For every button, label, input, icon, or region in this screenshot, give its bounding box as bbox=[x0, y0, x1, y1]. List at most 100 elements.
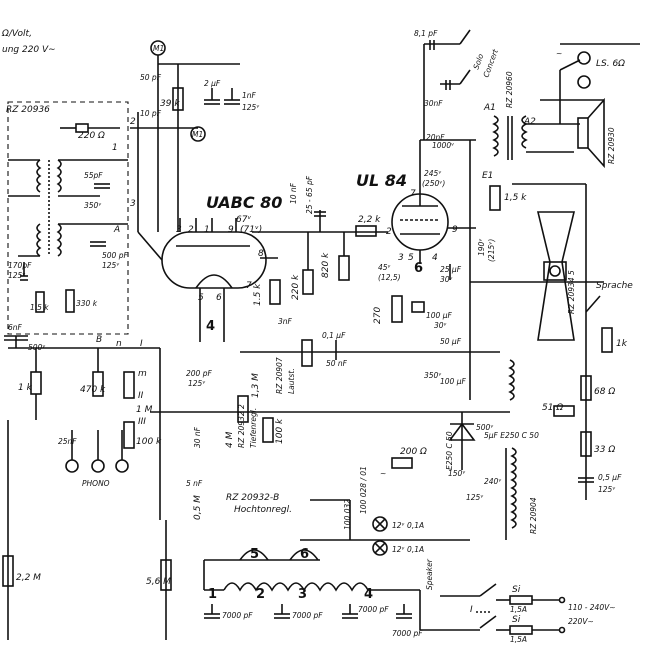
term-B: B bbox=[96, 335, 102, 345]
mains1-label: 110 - 240V∼ bbox=[568, 603, 616, 612]
c7000c-label: 7000 pF bbox=[358, 605, 389, 614]
ls-switch-symbol: ~ bbox=[556, 49, 562, 58]
c05uf-volt: 125ᵛ bbox=[598, 485, 615, 494]
r330k-label: 330 k bbox=[76, 299, 98, 308]
c125-label: 125ᵛ bbox=[466, 493, 483, 502]
power-supply: 500ᵛ 5μF E250 C 50 E250 C 50 RZ 20904 20… bbox=[203, 412, 616, 644]
coil-2: 2 bbox=[256, 587, 265, 602]
rz209345-label: RZ 20934 5 bbox=[567, 270, 576, 314]
c200pf-label: 200 pF bbox=[186, 369, 212, 378]
stab-label: E250 C 50 bbox=[445, 431, 454, 470]
pin-6: 6 bbox=[216, 293, 222, 303]
c100uf-label: 100 μF bbox=[426, 311, 452, 320]
rz20932b-label: RZ 20932-B bbox=[226, 493, 279, 503]
c500pf-volt-label: 125ᵛ bbox=[102, 261, 119, 270]
c05uf-label: 0,5 μF bbox=[598, 473, 622, 482]
pin-7: 7 bbox=[246, 281, 252, 291]
c10nf-label: 10 nF bbox=[289, 182, 298, 204]
coil-6: 6 bbox=[300, 547, 309, 562]
hochtonregl-label: Hochtonregl. bbox=[234, 505, 292, 515]
lautst-label: Lautst. bbox=[287, 368, 296, 394]
ul84-volt4: (215ᵛ) bbox=[487, 239, 496, 262]
term-3: 3 bbox=[130, 199, 136, 209]
switch-i-label: I bbox=[470, 605, 473, 615]
tube-uabc80: UABC 80 67ᵛ (71ᵛ) 3 2 1 9 8 7 5 6 4 bbox=[161, 193, 282, 334]
ul84-volt1: 245ᵛ bbox=[424, 169, 441, 178]
ul84-pin-6: 6 bbox=[414, 261, 423, 276]
c500-label: 500ᵛ bbox=[476, 423, 493, 432]
ul84-volt5: 45ᵛ bbox=[378, 263, 391, 272]
r220-label: 220 Ω bbox=[78, 131, 105, 141]
ul84-label: UL 84 bbox=[356, 171, 407, 190]
term-III: III bbox=[138, 417, 146, 427]
c30nf-label: 30nF bbox=[424, 99, 443, 108]
c170pf-volt-label: 125ᵛ bbox=[8, 271, 25, 280]
header-line-2: ung 220 V∼ bbox=[2, 45, 56, 55]
lamp2-label: 12ᵛ 0,1A bbox=[392, 545, 424, 554]
c150-label: 150ᵛ bbox=[448, 469, 465, 478]
c170pf-label: 170pF bbox=[8, 261, 32, 270]
r39k-label: 39 k bbox=[160, 99, 180, 109]
fuse-rating: 1,5A bbox=[510, 605, 527, 614]
r05m-label: 0,5 M bbox=[193, 495, 203, 520]
ul84-pin-4: 4 bbox=[432, 253, 438, 263]
r1k-label: 1 k bbox=[18, 383, 33, 393]
term-1: 1 bbox=[112, 143, 118, 153]
r220k-label: 220 k bbox=[291, 274, 301, 300]
c50uf-label: 50 μF bbox=[440, 337, 462, 346]
pin-5: 5 bbox=[198, 293, 204, 303]
rz20930-label: RZ 20930 bbox=[607, 127, 616, 164]
c20nf-volt: 1000ᵛ bbox=[432, 141, 454, 150]
e1-label: E1 bbox=[482, 171, 493, 181]
c50pf-label: 50 pF bbox=[140, 73, 162, 82]
fuse-si2-label: Si bbox=[512, 615, 521, 625]
rz20960-label: RZ 20960 bbox=[505, 71, 514, 108]
c240-label: 240ᵛ bbox=[484, 477, 501, 486]
rz20907-label: RZ 20907 bbox=[275, 357, 284, 394]
r1k2-label: 1k bbox=[616, 339, 628, 349]
c1nf-volt-label: 125ᵛ bbox=[242, 103, 259, 112]
c10pf-label: 10 pF bbox=[140, 109, 162, 118]
c01uf-label: 0,1 μF bbox=[322, 331, 346, 340]
psu-switch-symbol: ~ bbox=[380, 469, 386, 478]
coupling-section: 10 nF 25 - 65 pF 2,2 k 820 k 220 k 1.5 k… bbox=[150, 175, 510, 520]
c81pf-label: 8,1 pF bbox=[414, 29, 438, 38]
pin-4: 4 bbox=[206, 319, 215, 334]
ul84-volt2: (250ᵛ) bbox=[422, 179, 445, 188]
pin-3: 3 bbox=[176, 225, 182, 235]
r22k-label: 2,2 k bbox=[358, 215, 381, 225]
mains2-label: 220V∼ bbox=[568, 617, 594, 626]
coil-4: 4 bbox=[364, 587, 373, 602]
c6nf-label: 6nF bbox=[8, 323, 23, 332]
c55pf-label: 55pF bbox=[84, 171, 103, 180]
c5nf-label: 5 nF bbox=[186, 479, 203, 488]
ul84-volt6: (12,5) bbox=[378, 273, 401, 282]
phono-label: PHONO bbox=[82, 479, 110, 488]
uabc80-volt2: (71ᵛ) bbox=[240, 225, 262, 235]
ul84-pin-7: 7 bbox=[410, 189, 416, 199]
spk-label: Speaker bbox=[425, 558, 434, 590]
pin-1: 1 bbox=[204, 225, 210, 235]
module-rz20936-label: RZ 20936 bbox=[6, 105, 50, 115]
r56m-label: 5,6 M bbox=[146, 577, 171, 587]
rz209322-label: RZ 20932 2 bbox=[237, 404, 246, 448]
rf-module: RZ 20936 220 Ω 55pF 350ᵛ 500 pF 125ᵛ 170… bbox=[6, 101, 136, 345]
ul84-pin-9: 9 bbox=[452, 225, 458, 235]
r4m-label: 4 M bbox=[225, 431, 235, 448]
term-2: 2 bbox=[130, 117, 136, 127]
lamp1-label: 12ᵛ 0,1A bbox=[392, 521, 424, 530]
c6nf-volt-label: 500ᵛ bbox=[28, 343, 45, 352]
c20nf-label: 20nF bbox=[426, 133, 445, 142]
ls-label: LS. 6Ω bbox=[596, 59, 625, 69]
c50nf-label: 50 nF bbox=[326, 359, 348, 368]
a2-label: A2 bbox=[523, 117, 536, 127]
pin-9: 9 bbox=[228, 225, 234, 235]
c2565pf-label: 25 - 65 pF bbox=[305, 175, 314, 214]
c500pf-label: 500 pF bbox=[102, 251, 128, 260]
r15k-label: 1.5 k bbox=[30, 303, 49, 312]
r100k2-label: 100 k bbox=[275, 418, 285, 444]
pin-2: 2 bbox=[188, 225, 194, 235]
tiefenregl-label: Tiefenregl. bbox=[249, 408, 258, 448]
c100uf-volt: 30ᵛ bbox=[434, 321, 447, 330]
